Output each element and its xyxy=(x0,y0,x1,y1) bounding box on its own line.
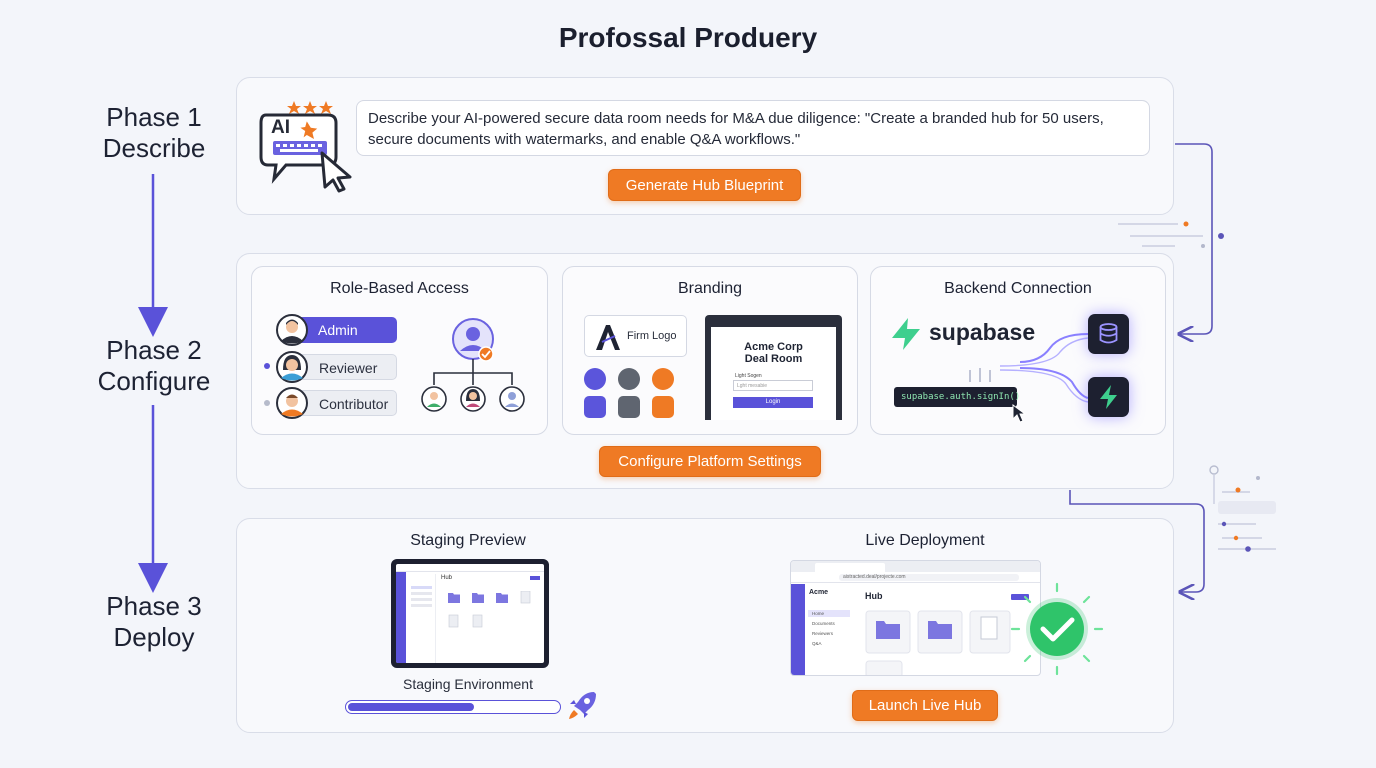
role-access-title: Role-Based Access xyxy=(330,280,469,297)
firm-logo-box[interactable]: Firm Logo xyxy=(584,315,687,357)
browser-url[interactable]: aistracted.deal/projecte.com xyxy=(839,574,1019,581)
firm-logo-label: Firm Logo xyxy=(627,330,677,342)
connector-right-1 xyxy=(1175,143,1213,334)
live-deployment-title: Live Deployment xyxy=(865,532,985,549)
reviewer-avatar xyxy=(276,351,308,383)
live-hub-label: Hub xyxy=(865,591,883,601)
database-node[interactable] xyxy=(1088,314,1129,354)
live-browser-window: aistracted.deal/projecte.com Acme Hub Ho… xyxy=(790,560,1041,676)
live-nav-item[interactable]: Reviewers xyxy=(812,631,834,636)
success-check-icon xyxy=(1010,582,1104,676)
ai-icon-text: AI xyxy=(271,117,290,138)
decor-lines-1 xyxy=(1118,223,1203,247)
edge-function-node[interactable] xyxy=(1088,377,1129,417)
login-title: Acme Corp Deal Room xyxy=(744,341,803,365)
contributor-bullet xyxy=(264,400,270,406)
cursor-icon xyxy=(1012,404,1027,423)
backend-connection-lines xyxy=(969,333,1089,403)
lightning-icon xyxy=(1100,385,1117,409)
live-sidebar-rail xyxy=(791,584,805,675)
staging-environment-caption: Staging Environment xyxy=(403,676,533,692)
browser-tab-bar xyxy=(791,561,1040,572)
live-brand: Acme xyxy=(809,589,829,596)
reviewer-bullet xyxy=(264,363,270,369)
diagram-title: Profossal Produery xyxy=(558,22,818,53)
live-file-grid xyxy=(865,610,1011,675)
staging-progress-bar xyxy=(345,700,561,714)
supabase-brand: supabase xyxy=(929,319,1036,345)
staging-preview-title: Staging Preview xyxy=(410,532,526,549)
staging-progress-fill xyxy=(348,703,474,711)
color-swatches xyxy=(584,368,674,418)
branded-login-preview: Acme Corp Deal Room Light Sogen Lght mes… xyxy=(705,315,842,420)
org-hierarchy-icon xyxy=(421,318,525,412)
launch-live-hub-button[interactable]: Launch Live Hub xyxy=(852,690,998,721)
staging-file-grid xyxy=(448,591,531,628)
login-button[interactable]: Login xyxy=(733,397,813,408)
database-icon xyxy=(1099,323,1118,344)
firm-logo-icon xyxy=(596,325,620,350)
code-snippet: supabase.auth.signIn() xyxy=(894,387,1020,407)
browser-address-bar: aistracted.deal/projecte.com xyxy=(791,572,1040,583)
live-nav: Home Documents Reviewers Q&A xyxy=(808,610,850,647)
connector-right-2 xyxy=(1069,490,1205,592)
contributor-avatar xyxy=(276,387,308,419)
live-nav-item[interactable]: Documents xyxy=(812,621,835,626)
staging-sidebar xyxy=(396,572,406,663)
branding-title: Branding xyxy=(677,280,743,297)
supabase-logo-icon xyxy=(892,318,920,350)
configure-platform-settings-button[interactable]: Configure Platform Settings xyxy=(599,446,821,477)
live-nav-item[interactable]: Home xyxy=(808,610,850,617)
login-field[interactable]: Lght mesabie xyxy=(733,380,813,391)
backend-title: Backend Connection xyxy=(944,280,1092,297)
live-nav-item[interactable]: Q&A xyxy=(812,641,822,646)
staging-tablet: Hub xyxy=(391,559,549,668)
generate-hub-blueprint-button[interactable]: Generate Hub Blueprint xyxy=(608,169,801,201)
ai-prompt-icon: AI xyxy=(256,97,356,193)
login-field-label: Light Sogen xyxy=(735,373,762,379)
staging-screen-header: Hub xyxy=(441,575,453,581)
admin-avatar xyxy=(276,314,308,346)
staging-screen: Hub xyxy=(396,564,544,663)
rocket-icon xyxy=(569,692,596,719)
prompt-input[interactable]: Describe your AI-powered secure data roo… xyxy=(356,100,1150,156)
